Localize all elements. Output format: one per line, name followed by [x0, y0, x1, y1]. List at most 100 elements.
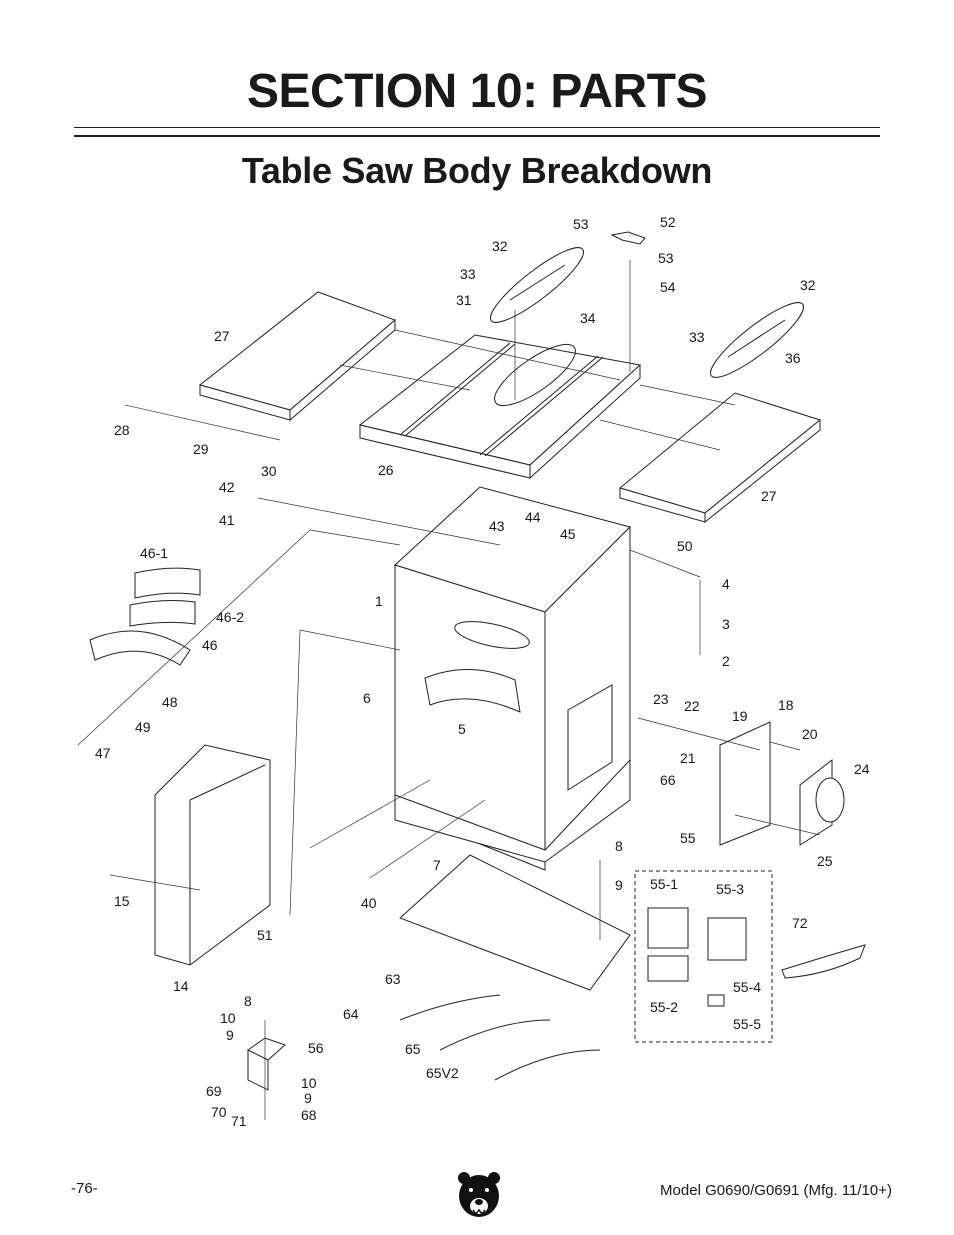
- callout-56: 56: [308, 1040, 324, 1056]
- callout-10a: 10: [220, 1010, 236, 1026]
- callout-9c: 9: [304, 1090, 312, 1106]
- callout-21: 21: [680, 750, 696, 766]
- callout-10b: 10: [301, 1075, 317, 1091]
- callout-25: 25: [817, 853, 833, 869]
- callout-42: 42: [219, 479, 235, 495]
- guard-46-1: [134, 567, 201, 599]
- main-table-top: [358, 334, 642, 480]
- callout-29: 29: [193, 441, 209, 457]
- callout-55-2: 55-2: [650, 999, 678, 1015]
- callout-40: 40: [361, 895, 377, 911]
- callout-7: 7: [433, 857, 441, 873]
- callout-18: 18: [778, 697, 794, 713]
- table-insert-right: [709, 302, 805, 378]
- callout-32a: 32: [492, 238, 508, 254]
- callout-49: 49: [135, 719, 151, 735]
- callout-65v2: 65V2: [426, 1065, 459, 1081]
- callout-1: 1: [375, 593, 383, 609]
- callout-33a: 33: [460, 266, 476, 282]
- callout-70: 70: [211, 1104, 227, 1120]
- callout-34: 34: [580, 310, 596, 326]
- left-extension-wing: [198, 291, 396, 422]
- callout-27a: 27: [214, 328, 230, 344]
- callout-19: 19: [732, 708, 748, 724]
- callout-9a: 9: [615, 877, 623, 893]
- title-rule-thin: [74, 127, 880, 128]
- callout-6: 6: [363, 690, 371, 706]
- switch-box-55-3: [707, 917, 747, 961]
- callout-52: 52: [660, 214, 676, 230]
- callout-63: 63: [385, 971, 401, 987]
- callout-28: 28: [114, 422, 130, 438]
- dust-chute-5: [424, 669, 521, 713]
- side-panel-14: [154, 744, 271, 966]
- cabinet-base: [394, 758, 631, 863]
- callout-4: 4: [722, 576, 730, 592]
- callout-53a: 53: [573, 216, 589, 232]
- callout-9b: 9: [226, 1027, 234, 1043]
- callout-20: 20: [802, 726, 818, 742]
- diagram-title: Table Saw Body Breakdown: [241, 150, 713, 191]
- callout-labels: 1 2 3 4 5 6 7 8 8 9 9 9 10 10 14 15 18 1…: [95, 214, 870, 1129]
- button-55-5: [707, 994, 725, 1007]
- callout-47: 47: [95, 745, 111, 761]
- callout-23: 23: [653, 691, 669, 707]
- overload-55-2: [647, 955, 689, 982]
- cord-64: [399, 994, 501, 1021]
- callout-22: 22: [684, 698, 700, 714]
- bear-head-icon: [458, 1172, 500, 1217]
- dust-port-24: [815, 777, 845, 823]
- callout-33b: 33: [689, 329, 705, 345]
- callout-43: 43: [489, 518, 505, 534]
- right-extension-wing: [618, 392, 822, 524]
- callout-54: 54: [660, 279, 676, 295]
- handle-72: [781, 944, 866, 979]
- callout-55-5: 55-5: [733, 1016, 761, 1032]
- callout-55-4: 55-4: [733, 979, 761, 995]
- cord-65v2: [494, 1049, 601, 1081]
- section-title: SECTION 10: PARTS: [246, 65, 708, 118]
- callout-8b: 8: [244, 993, 252, 1009]
- callout-72: 72: [792, 915, 808, 931]
- callout-5: 5: [458, 721, 466, 737]
- callout-65: 65: [405, 1041, 421, 1057]
- callout-53b: 53: [658, 250, 674, 266]
- bracket-56-side: [247, 1049, 269, 1091]
- callout-46-1: 46-1: [140, 545, 168, 561]
- callout-55: 55: [680, 830, 696, 846]
- callout-45: 45: [560, 526, 576, 542]
- callout-68: 68: [301, 1107, 317, 1123]
- table-insert-left: [489, 247, 585, 323]
- callout-14: 14: [173, 978, 189, 994]
- callout-26: 26: [378, 462, 394, 478]
- guard-46-2: [129, 600, 196, 627]
- callout-55-3: 55-3: [716, 881, 744, 897]
- callout-27b: 27: [761, 488, 777, 504]
- callout-15: 15: [114, 893, 130, 909]
- callout-44: 44: [525, 509, 541, 525]
- bottom-plate-7: [399, 854, 631, 991]
- callout-2: 2: [722, 653, 730, 669]
- callout-30: 30: [261, 463, 277, 479]
- title-rule-thick: [74, 135, 880, 137]
- callout-36: 36: [785, 350, 801, 366]
- callout-48: 48: [162, 694, 178, 710]
- callout-71: 71: [231, 1113, 247, 1129]
- callout-46-2: 46-2: [216, 609, 244, 625]
- motor-cover-18: [719, 721, 771, 846]
- callout-51: 51: [257, 927, 273, 943]
- bracket-52: [610, 231, 646, 245]
- callout-8a: 8: [615, 838, 623, 854]
- callout-32b: 32: [800, 277, 816, 293]
- callout-55-1: 55-1: [650, 876, 678, 892]
- callout-69: 69: [206, 1083, 222, 1099]
- callout-31: 31: [456, 292, 472, 308]
- callout-66: 66: [660, 772, 676, 788]
- callout-46: 46: [202, 637, 218, 653]
- callout-64: 64: [343, 1006, 359, 1022]
- callout-3: 3: [722, 616, 730, 632]
- callout-41: 41: [219, 512, 235, 528]
- guard-46: [89, 630, 191, 666]
- contactor-55-1: [647, 907, 689, 949]
